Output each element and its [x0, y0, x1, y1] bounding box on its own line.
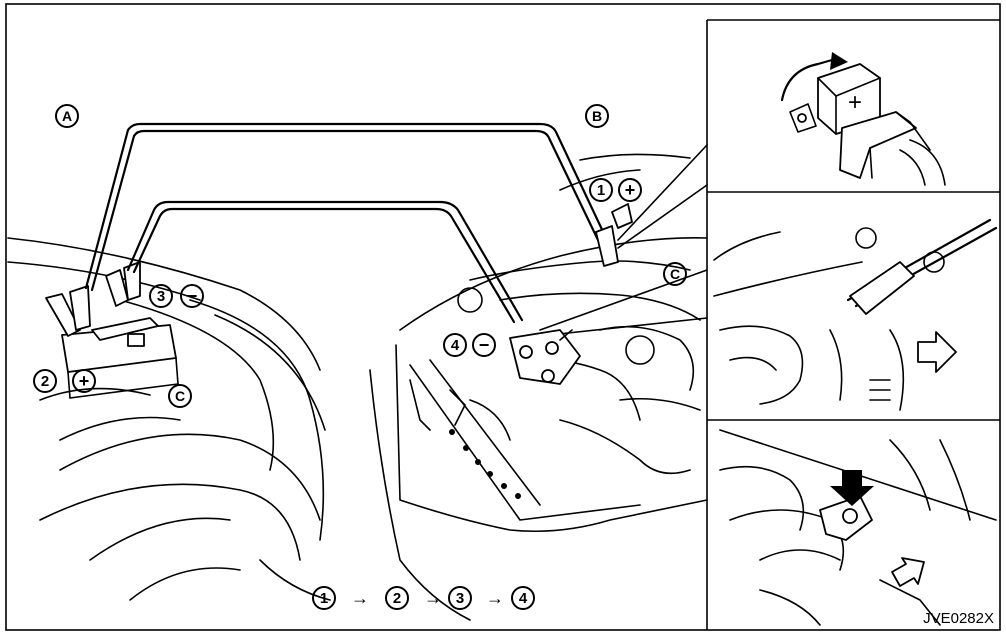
sequence-arrow: →: [486, 588, 504, 608]
svg-text:+: +: [625, 180, 636, 200]
sequence-step-1: 1: [313, 587, 335, 609]
sequence-step-3: 3: [449, 587, 471, 609]
disabled-vehicle-drawing: [370, 154, 707, 620]
svg-text:4: 4: [451, 337, 460, 354]
svg-text:C: C: [175, 388, 185, 404]
callout-2-positive: 2 +: [34, 370, 95, 392]
booster-vehicle-drawing: [8, 238, 330, 600]
svg-text:+: +: [848, 89, 862, 116]
svg-text:3: 3: [456, 590, 464, 607]
inset-ground-point: [720, 430, 996, 625]
inset-terminal-cover: +: [782, 52, 945, 185]
sequence-step-2: 2: [386, 587, 408, 609]
callout-c-disabled: C: [664, 263, 686, 285]
figure-code: JVE0282X: [923, 610, 994, 627]
svg-text:C: C: [670, 266, 680, 282]
callout-4-negative: 4 −: [444, 334, 495, 356]
sequence-step-4: 4: [512, 587, 534, 609]
svg-text:4: 4: [519, 590, 528, 607]
svg-text:3: 3: [157, 288, 165, 305]
sequence-arrow: →: [424, 588, 442, 608]
svg-text:2: 2: [41, 373, 49, 390]
inset-positive-connection: [714, 220, 996, 410]
svg-text:+: +: [79, 371, 90, 391]
callout-b: B: [586, 105, 608, 127]
svg-text:B: B: [592, 108, 602, 124]
svg-text:−: −: [187, 286, 198, 306]
connection-sequence: 1 → 2 → 3 → 4: [313, 587, 534, 609]
callout-a: A: [56, 105, 78, 127]
disabled-positive-clamp: [596, 204, 632, 266]
svg-text:1: 1: [597, 182, 605, 199]
callout-3-negative: 3 −: [150, 285, 203, 307]
svg-text:1: 1: [320, 590, 328, 607]
callout-c-booster: C: [169, 385, 191, 407]
front-grille-details: [410, 380, 521, 499]
svg-text:A: A: [62, 108, 72, 124]
svg-text:2: 2: [393, 590, 401, 607]
svg-text:−: −: [479, 335, 490, 355]
callout-1-positive: 1 +: [590, 179, 641, 201]
sequence-arrow: →: [351, 588, 369, 608]
